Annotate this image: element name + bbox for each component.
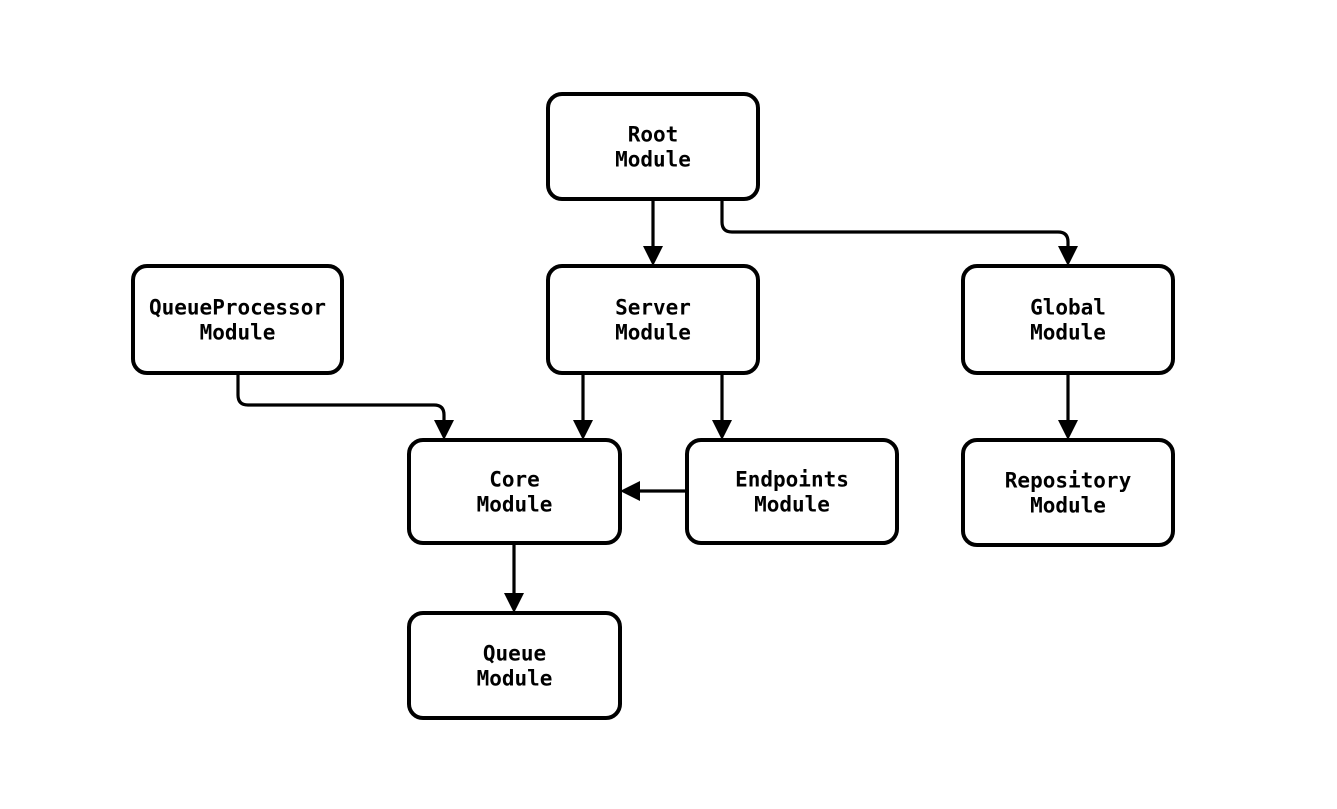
node-label-line1: Endpoints [735,468,849,492]
arrowhead-icon [434,420,454,440]
node-box[interactable] [131,264,344,375]
edge-server-to-core: Server Module depends on Core Module [573,373,593,440]
node-label-line1: Server [615,296,691,320]
arrowhead-icon [620,481,640,501]
node-box[interactable] [407,438,622,545]
node-label-line1: Queue [483,642,546,666]
arrowhead-icon [504,593,524,613]
arrowhead-icon [1058,420,1078,440]
node-box[interactable] [546,92,760,201]
edge-line [236,373,446,426]
node-label-line2: Module [477,493,553,517]
node-label-line2: Module [615,321,691,345]
edge-core-to-queue: Core Module depends on Queue Module [504,543,524,613]
node-label-line1: Global [1030,296,1106,320]
node-label-line2: Module [754,493,830,517]
node-label-line2: Module [200,321,276,345]
node-label-line2: Module [1030,321,1106,345]
arrowhead-icon [573,420,593,440]
node-box[interactable] [961,264,1175,375]
nodes-layer: RootModuleQueueProcessorModuleServerModu… [131,92,1175,720]
node-label-line1: Root [628,123,679,147]
edges-layer: Root Module depends on Server Module Root… [236,199,1078,613]
arrowhead-icon [1058,246,1078,266]
edge-endpoints-to-core: Endpoints Module depends on Core Module [620,481,687,501]
node-label-line1: Repository [1005,469,1132,493]
node-box[interactable] [407,611,622,720]
node-label-line1: Core [489,468,540,492]
node-box[interactable] [961,438,1175,547]
node-label-line2: Module [615,148,691,172]
node-label-line1: QueueProcessor [149,296,326,320]
arrowhead-icon [712,420,732,440]
edge-root-to-server: Root Module depends on Server Module [643,199,663,266]
edge-global-to-repository: Global Module depends on Repository Modu… [1058,373,1078,440]
node-box[interactable] [685,438,899,545]
node-label-line2: Module [477,667,553,691]
edge-server-to-endpoints: Server Module depends on Endpoints Modul… [712,373,732,440]
node-box[interactable] [546,264,760,375]
arrowhead-icon [643,246,663,266]
edge-line [720,199,1070,252]
edge-queueprocessor-to-core: QueueProcessor Module depends on Core Mo… [236,373,454,440]
edge-root-to-global: Root Module depends on Global Module [720,199,1078,266]
node-label-line2: Module [1030,494,1106,518]
